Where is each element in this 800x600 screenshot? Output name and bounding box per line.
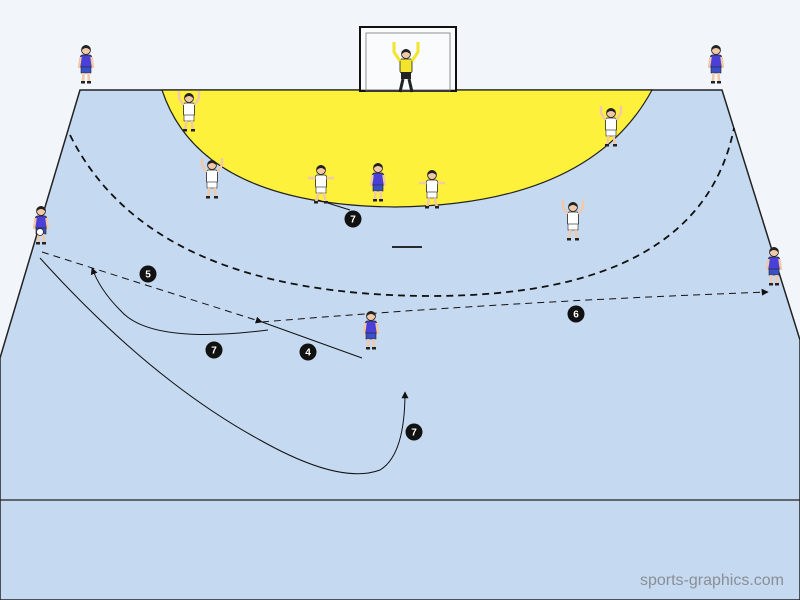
marker-label: 4 <box>305 348 311 359</box>
marker-7-top: 7 <box>344 210 362 228</box>
goalkeeper <box>392 42 420 93</box>
pass-path-5 <box>41 251 263 324</box>
movement-path-run <box>39 257 409 475</box>
marker-7-bottom: 7 <box>405 423 423 441</box>
attacker-corner-left <box>77 43 95 85</box>
pass-path-4 <box>261 321 363 359</box>
watermark: sports-graphics.com <box>639 572 784 589</box>
marker-5: 5 <box>139 265 157 283</box>
attacker-corner-right <box>707 43 725 85</box>
marker-7-left: 7 <box>205 341 223 359</box>
marker-label: 7 <box>411 428 417 439</box>
marker-6: 6 <box>567 305 585 323</box>
movement-path-curve <box>90 267 269 335</box>
pass-path-6 <box>261 288 769 323</box>
court-floor <box>0 89 800 600</box>
marker-label: 6 <box>573 310 579 321</box>
marker-label: 7 <box>350 215 356 226</box>
marker-label: 7 <box>211 346 217 357</box>
goal-area <box>161 89 654 208</box>
pivot-path <box>317 199 351 211</box>
marker-4: 4 <box>299 343 317 361</box>
marker-label: 5 <box>145 270 151 281</box>
ball <box>36 228 44 236</box>
free-throw-line <box>69 127 735 297</box>
